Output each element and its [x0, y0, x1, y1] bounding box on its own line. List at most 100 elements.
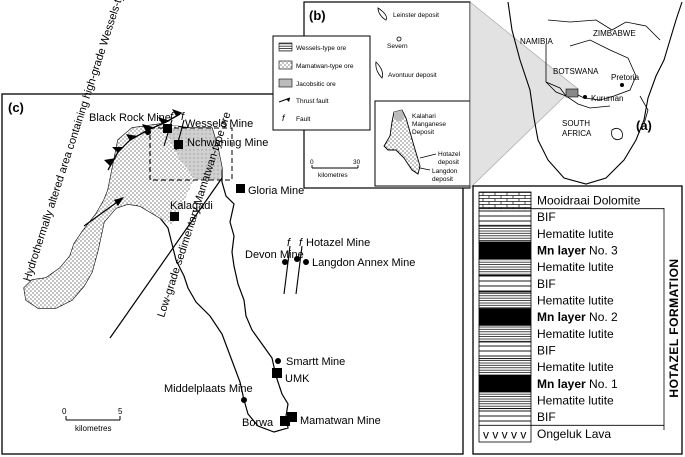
- strat-layer-text: BIF: [537, 410, 556, 424]
- strat-layer-text: Mooidraai Dolomite: [537, 194, 641, 208]
- label-black-rock-1: Black Rock Mine: [89, 112, 171, 124]
- kmf-jacobsitic: [394, 110, 404, 122]
- borwa-marker: [280, 416, 290, 426]
- legend-thrust: Thrust fault: [296, 98, 329, 105]
- inset-rectangle: [149, 127, 233, 181]
- east-faults: [283, 245, 303, 295]
- strat-layer-swatch: [478, 191, 532, 210]
- panel-b-label: (b): [309, 8, 326, 23]
- scale-b-unit: kilometres: [318, 172, 348, 179]
- legend-jacobsitic: Jacobsitic ore: [296, 81, 336, 88]
- label-severn: Severn: [387, 43, 408, 50]
- strat-layer-swatch: [478, 291, 532, 310]
- strat-layer-swatch: [478, 258, 532, 276]
- annotation-arrow-head: [114, 197, 124, 206]
- kuruman-marker: [583, 95, 587, 99]
- label-langdon-2: deposit: [432, 176, 453, 183]
- label-hotazel-1: Hotazel: [438, 151, 461, 158]
- label-hotazel-2: deposit: [438, 159, 459, 166]
- label-kuruman: Kuruman: [591, 94, 623, 103]
- label-langdon: Langdon Annex Mine: [312, 257, 415, 269]
- label-kalahari-2: Manganese: [412, 121, 446, 128]
- kmf-pointer-lines: [419, 153, 437, 171]
- strat-layer-label: BIF: [537, 344, 556, 358]
- kmf-location-box: [565, 88, 579, 98]
- leinster-shape: [377, 7, 387, 21]
- strat-layer-text: Hematite lutite: [537, 327, 614, 341]
- strat-layer-swatch: [478, 374, 532, 393]
- langdon-marker: [303, 259, 309, 265]
- legend-swatches: f: [278, 42, 293, 123]
- devon-marker: [282, 259, 288, 265]
- scale-c-start: 0: [62, 407, 67, 416]
- strat-layer-label: Hematite lutite: [537, 294, 614, 308]
- legend-wessels: Wessels-type ore: [296, 45, 346, 52]
- kalagadi-marker: [170, 212, 179, 221]
- panel-a-label: (a): [636, 118, 652, 133]
- strat-layer-text: Hematite lutite: [537, 294, 614, 308]
- label-kalahari-3: Deposit: [412, 129, 434, 136]
- panel-b-scale: 0 30 kilometres: [310, 159, 361, 179]
- ore-boundary-line: [109, 177, 223, 339]
- strat-layer-label: Hematite lutite: [537, 227, 614, 241]
- label-kalahari-1: Kalahari: [412, 113, 436, 120]
- label-borwa: Borwa: [242, 417, 274, 429]
- strat-layer-text: Hematite lutite: [537, 260, 614, 274]
- fault-symbol-4: f: [299, 237, 303, 249]
- mine-labels: Black Rock Mine Wessels Mine Nchwaning M…: [89, 112, 415, 429]
- label-wessels: Wessels Mine: [185, 118, 253, 130]
- label-namibia: NAMIBIA: [520, 37, 554, 46]
- thrust-teeth: [104, 109, 183, 166]
- strat-layer-swatch: [478, 208, 532, 226]
- strat-layer-label: Mn layer No. 1: [537, 377, 618, 391]
- label-pretoria: Pretoria: [611, 73, 640, 82]
- projection-wedge: [469, 1, 579, 189]
- strat-layer-label: Mn layer No. 3: [537, 244, 618, 258]
- strat-layer-text: Hematite lutite: [537, 227, 614, 241]
- strat-layer-swatch: [478, 391, 532, 410]
- label-middelplaats: Middelplaats Mine: [164, 383, 253, 395]
- strat-layer-label: Hematite lutite: [537, 327, 614, 341]
- label-gloria: Gloria Mine: [248, 185, 304, 197]
- pretoria-marker: [620, 83, 624, 87]
- scale-b-end: 30: [353, 159, 361, 166]
- strat-layer-text: No. 1: [586, 377, 618, 391]
- strat-layer-swatch: [478, 308, 532, 326]
- strat-layer-swatch: [478, 341, 532, 360]
- strat-layer-label: BIF: [537, 410, 556, 424]
- lava-symbol: v v v v v: [483, 427, 526, 441]
- strat-layer-swatch: [478, 274, 532, 293]
- strat-layer-label: Ongeluk Lava: [537, 427, 611, 441]
- strat-layer-text: BIF: [537, 277, 556, 291]
- nchwaning-marker: [174, 140, 183, 149]
- strat-layer-swatch: [478, 408, 532, 426]
- middelplaats-marker: [241, 397, 247, 403]
- strat-layer-text: Hematite lutite: [537, 394, 614, 408]
- strat-layer-text: Hematite lutite: [537, 360, 614, 374]
- label-nchwaning: Nchwaning Mine: [187, 137, 268, 149]
- panel-a: NAMIBIA ZIMBABWE BOTSWANA SOUTH AFRICA P…: [507, 1, 683, 185]
- strat-layer-text: Ongeluk Lava: [537, 427, 611, 441]
- country-borders: [545, 19, 661, 140]
- legend-mamatwan: Mamatwan-type ore: [296, 63, 354, 70]
- strat-layer-text: BIF: [537, 210, 556, 224]
- label-avontuur: Avontuur deposit: [388, 72, 437, 79]
- wessels-marker: [163, 124, 172, 133]
- strat-layer-swatch: [478, 424, 532, 443]
- label-kalagadi: Kalagadi: [170, 200, 213, 212]
- strat-column: v v v v v: [478, 191, 664, 443]
- strat-layer-text: No. 2: [586, 310, 618, 324]
- panel-c-label: (c): [8, 100, 24, 115]
- southern-africa-outline: [507, 1, 683, 185]
- strat-layer-swatch: [478, 324, 532, 343]
- fault-symbol-1: f: [170, 111, 174, 123]
- panel-b: (b) f Wessels-type ore Mamatwan-type ore…: [272, 1, 471, 189]
- strat-layer-text: No. 3: [586, 244, 618, 258]
- hotazel-marker: [294, 256, 300, 262]
- strat-layer-bold: Mn layer: [537, 244, 586, 258]
- strat-layer-label: Hematite lutite: [537, 394, 614, 408]
- label-south-africa-2: AFRICA: [562, 129, 592, 138]
- label-botswana: BOTSWANA: [553, 67, 599, 76]
